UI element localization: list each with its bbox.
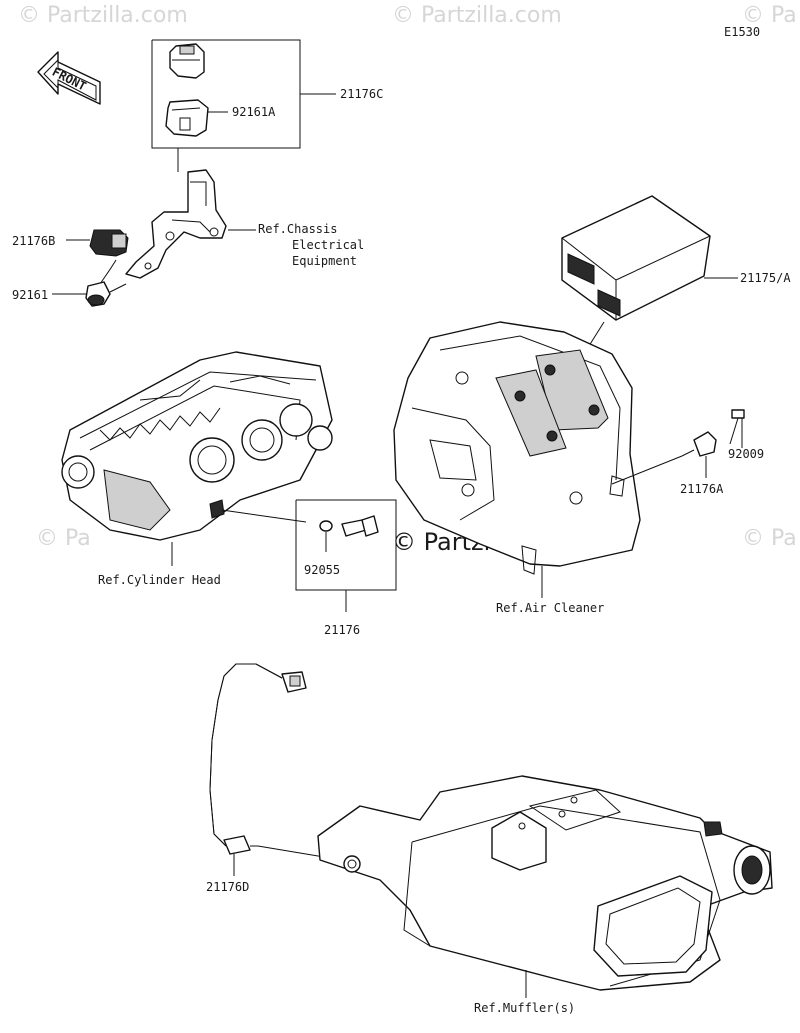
label-92161a: 92161A (232, 105, 276, 119)
oxygen-sensor-21176d-icon (209, 663, 307, 855)
label-ref-chassis-1: Ref.Chassis (258, 222, 337, 236)
label-92055: 92055 (304, 563, 340, 577)
diagram-code: E1530 (724, 25, 760, 39)
mounting-bracket-icon (125, 148, 227, 279)
ecu-21175a-icon (561, 195, 711, 321)
connector-92161a-icon (165, 99, 209, 137)
watermark-mid-right: © Pa (742, 526, 797, 551)
watermark-mid-left: © Pa (36, 526, 91, 551)
label-21176a: 21176A (680, 482, 724, 496)
label-21176: 21176 (324, 623, 360, 637)
callout-bracket-21176 (295, 499, 397, 612)
label-ref-cylinder-head: Ref.Cylinder Head (98, 573, 221, 587)
label-21176c: 21176C (340, 87, 383, 101)
label-92161: 92161 (12, 288, 48, 302)
connector-92161-icon (85, 259, 117, 307)
label-ref-chassis-3: Equipment (292, 254, 357, 268)
temp-sensor-21176-icon (341, 515, 379, 537)
watermark-top-center: © Partzilla.com (392, 3, 562, 28)
cylinder-head-icon (61, 351, 333, 541)
label-ref-air-cleaner: Ref.Air Cleaner (496, 601, 604, 615)
relay-switch-icon (169, 43, 205, 79)
washer-92055-icon (319, 520, 333, 532)
sensor-21176b-icon (89, 229, 129, 257)
air-cleaner-icon (393, 321, 641, 575)
watermark-top-left: © Partzilla.com (18, 3, 188, 28)
label-21176d: 21176D (206, 880, 249, 894)
label-92009: 92009 (728, 447, 764, 461)
sensor-21176a-icon (611, 431, 717, 485)
label-ref-chassis-2: Electrical (292, 238, 364, 252)
muffler-icon (317, 775, 773, 991)
watermark-top-right: © Pa (742, 3, 797, 28)
label-ref-muffler: Ref.Muffler(s) (474, 1001, 575, 1015)
front-arrow-icon: FRONT (37, 51, 101, 105)
screw-92009-icon (729, 409, 745, 445)
label-21175a: 21175/A (740, 271, 791, 285)
label-21176b: 21176B (12, 234, 55, 248)
